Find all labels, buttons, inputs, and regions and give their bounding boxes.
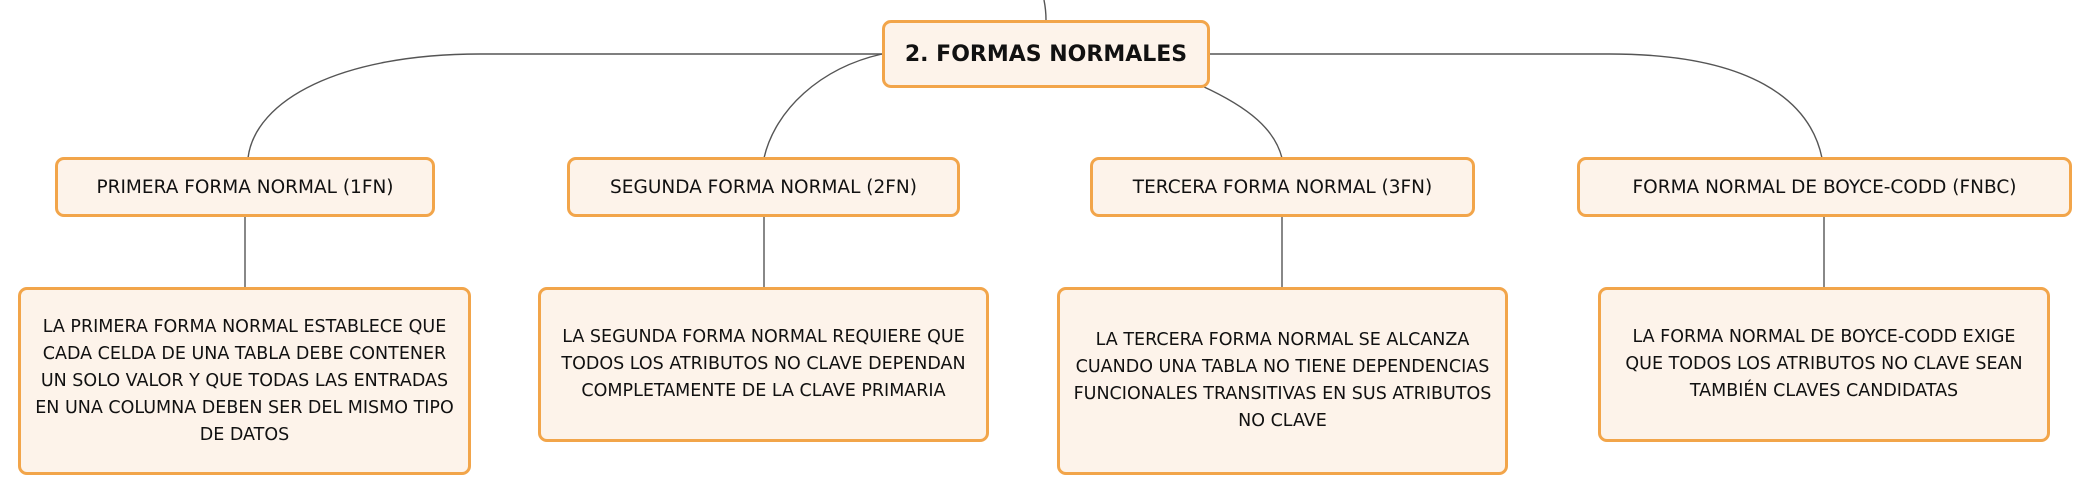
connector-root-to-3fn <box>1201 85 1283 159</box>
node-title: TERCERA FORMA NORMAL (3FN) <box>1132 176 1433 198</box>
node-primera-forma-normal[interactable]: PRIMERA FORMA NORMAL (1FN) <box>55 157 435 217</box>
description-text: LA TERCERA FORMA NORMAL SE ALCANZA CUAND… <box>1073 330 1492 431</box>
node-title: PRIMERA FORMA NORMAL (1FN) <box>96 176 394 198</box>
root-node-formas-normales[interactable]: 2. FORMAS NORMALES <box>882 20 1210 88</box>
connector-parent-to-root <box>1043 0 1047 21</box>
connector-root-to-fnbc <box>1210 53 1823 159</box>
description-tercera-forma-normal[interactable]: LA TERCERA FORMA NORMAL SE ALCANZA CUAND… <box>1057 287 1508 475</box>
node-title: SEGUNDA FORMA NORMAL (2FN) <box>610 176 917 198</box>
node-forma-normal-boyce-codd[interactable]: FORMA NORMAL DE BOYCE-CODD (FNBC) <box>1577 157 2072 217</box>
description-primera-forma-normal[interactable]: LA PRIMERA FORMA NORMAL ESTABLECE QUE CA… <box>18 287 471 475</box>
node-tercera-forma-normal[interactable]: TERCERA FORMA NORMAL (3FN) <box>1090 157 1475 217</box>
node-segunda-forma-normal[interactable]: SEGUNDA FORMA NORMAL (2FN) <box>567 157 960 217</box>
description-segunda-forma-normal[interactable]: LA SEGUNDA FORMA NORMAL REQUIERE QUE TOD… <box>538 287 989 442</box>
root-node-title: 2. FORMAS NORMALES <box>904 41 1188 67</box>
description-text: LA FORMA NORMAL DE BOYCE-CODD EXIGE QUE … <box>1625 327 2023 401</box>
description-text: LA PRIMERA FORMA NORMAL ESTABLECE QUE CA… <box>35 316 454 445</box>
connector-root-to-2fn <box>763 53 883 159</box>
description-forma-normal-boyce-codd[interactable]: LA FORMA NORMAL DE BOYCE-CODD EXIGE QUE … <box>1598 287 2050 442</box>
connector-root-to-1fn <box>247 53 882 159</box>
node-title: FORMA NORMAL DE BOYCE-CODD (FNBC) <box>1632 176 2017 198</box>
description-text: LA SEGUNDA FORMA NORMAL REQUIERE QUE TOD… <box>561 327 966 401</box>
